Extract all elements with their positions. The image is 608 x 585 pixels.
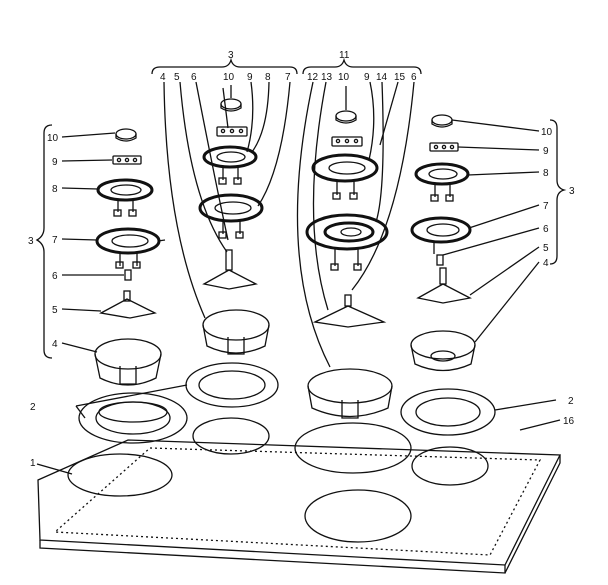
callout-3-left: 3 (28, 236, 34, 247)
element-small-left (96, 178, 154, 217)
callout-10-colc: 10 (338, 72, 350, 83)
callout-9-col: 9 (247, 72, 253, 83)
terminal-block-left (112, 155, 142, 165)
callout-4-left: 4 (52, 339, 58, 350)
callout-5-right: 5 (543, 243, 549, 254)
drip-pan-large (307, 368, 393, 419)
brace-left (35, 124, 53, 359)
callout-2-left: 2 (30, 402, 36, 413)
support-bracket-right (416, 267, 472, 304)
callout-4-right: 4 (543, 258, 549, 269)
trim-ring-right (400, 388, 496, 436)
callout-12: 12 (307, 72, 319, 83)
callout-6-col: 6 (191, 72, 197, 83)
support-bracket-left (99, 290, 157, 319)
brace-top-right (302, 57, 422, 75)
element-right-large (410, 216, 472, 254)
terminal-block-center-left (216, 126, 248, 137)
callout-15: 15 (394, 72, 406, 83)
callout-8-col: 8 (265, 72, 271, 83)
callout-10-left: 10 (47, 133, 59, 144)
drip-pan-center-left (202, 309, 270, 355)
callout-6-left: 6 (52, 271, 58, 282)
callout-7-left: 7 (52, 235, 58, 246)
trim-ring-center (185, 362, 279, 408)
brace-right (549, 119, 567, 265)
callout-11: 11 (339, 50, 350, 61)
callout-7-col: 7 (285, 72, 291, 83)
cap-left (115, 128, 137, 142)
callout-labels: 3 11 4 5 6 10 9 8 7 12 13 10 9 14 15 6 1… (28, 50, 575, 469)
callout-10-col: 10 (223, 72, 235, 83)
callout-1: 1 (30, 458, 36, 469)
callout-5-col: 5 (174, 72, 180, 83)
terminal-block-center (331, 136, 363, 147)
callout-8-left: 8 (52, 184, 58, 195)
callout-3-right: 3 (569, 186, 575, 197)
callout-2-right: 2 (568, 396, 574, 407)
element-medium-center (311, 153, 379, 200)
callout-8-right: 8 (543, 168, 549, 179)
drip-pan-right (410, 330, 476, 372)
callout-9-left: 9 (52, 157, 58, 168)
element-large-left (95, 227, 166, 269)
callout-3-top: 3 (228, 50, 234, 61)
cap-center-left (220, 98, 242, 112)
callout-4-col: 4 (160, 72, 166, 83)
cap-right (431, 114, 453, 128)
terminal-block-right (429, 142, 459, 152)
callout-9-colc: 9 (364, 72, 370, 83)
callout-5-left: 5 (52, 305, 58, 316)
support-bracket-center-left (202, 249, 258, 290)
element-large-center (305, 213, 389, 271)
callout-10-right: 10 (541, 127, 553, 138)
callout-13: 13 (321, 72, 333, 83)
cap-center (335, 110, 357, 124)
callout-6-right: 6 (543, 224, 549, 235)
element-right-small (414, 162, 470, 202)
callout-9-right: 9 (543, 146, 549, 157)
element-center-left-large (198, 193, 264, 239)
leader-lines (36, 81, 561, 475)
callout-16: 16 (563, 416, 575, 427)
callout-6-colc: 6 (411, 72, 417, 83)
support-bracket-large (312, 294, 387, 328)
receptacle-left (124, 269, 132, 281)
callout-7-right: 7 (543, 201, 549, 212)
trim-ring-left (78, 392, 188, 444)
cooktop-panel (37, 417, 562, 574)
callout-14: 14 (376, 72, 388, 83)
element-center-left-small (202, 145, 258, 185)
drip-pan-left (94, 338, 162, 386)
brace-top-left (151, 57, 298, 75)
receptacle-right (436, 254, 444, 266)
